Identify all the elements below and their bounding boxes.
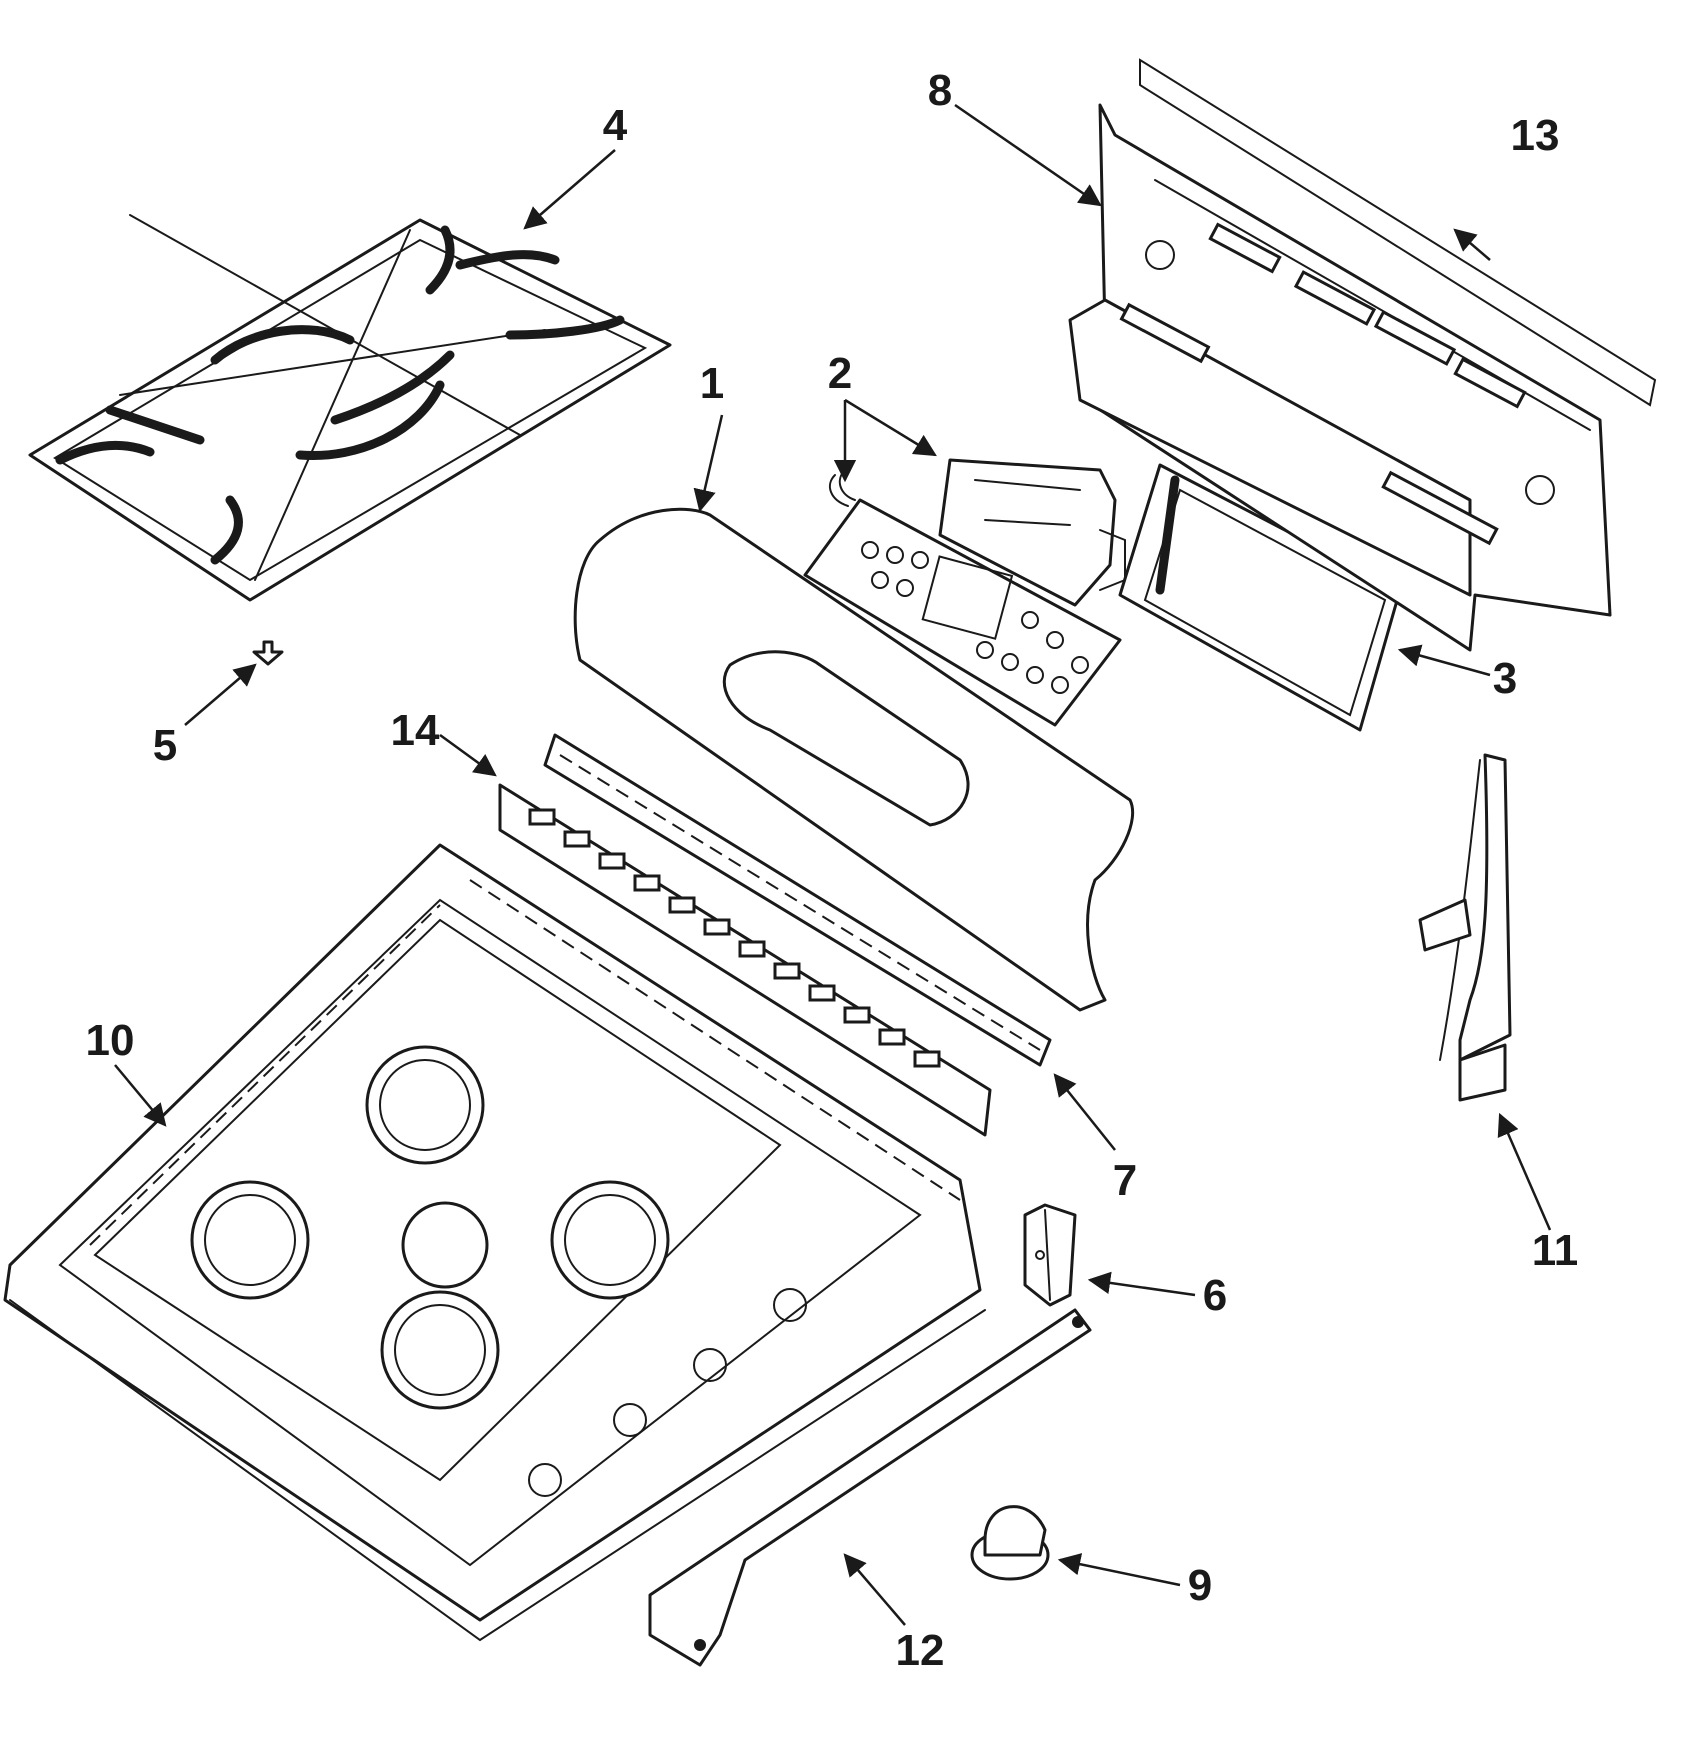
callout-3: 3	[1493, 654, 1517, 703]
callout-2: 2	[828, 349, 852, 398]
callout-1: 1	[700, 359, 724, 408]
callout-12: 12	[896, 1626, 945, 1675]
callout-8: 8	[928, 66, 952, 115]
side-trim	[1418, 753, 1512, 1102]
bracket	[1023, 1203, 1077, 1307]
control-board	[938, 458, 1126, 607]
grate-foot	[252, 640, 284, 666]
callout-6: 6	[1203, 1271, 1227, 1320]
burner-grate	[28, 214, 672, 602]
callout-13: 13	[1511, 111, 1560, 160]
cooktop	[3, 843, 986, 1642]
leader-lines	[114, 103, 1552, 1626]
back-panel	[1068, 58, 1657, 652]
callout-4: 4	[603, 101, 628, 150]
callout-5: 5	[153, 721, 177, 770]
callout-10: 10	[86, 1016, 135, 1065]
display-window	[1118, 463, 1402, 732]
callout-14: 14	[391, 706, 440, 755]
callout-9: 9	[1188, 1561, 1212, 1610]
control-knob	[970, 1505, 1050, 1581]
vent-trim	[498, 783, 992, 1137]
backguard-panel	[573, 507, 1135, 1012]
callout-7: 7	[1113, 1156, 1137, 1205]
trim-strip	[543, 733, 1052, 1067]
callout-11: 11	[1532, 1226, 1579, 1275]
support-rail	[648, 1308, 1092, 1667]
